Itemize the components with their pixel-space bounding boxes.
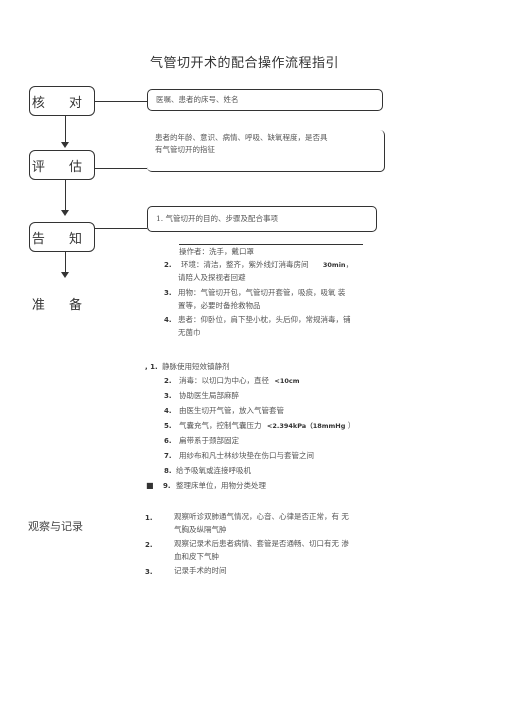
step-inform-box: 告 知 <box>29 222 95 252</box>
proc-item-7-num: 7. <box>164 452 172 460</box>
prep-item-3-line2: 置等，必要时备抢救物品 <box>178 301 261 310</box>
proc-item-3-num: 3. <box>164 392 172 400</box>
proc-item-5-line: 气囊充气，控制气囊压力 <2.394kPa（18mmHg ） <box>179 420 355 432</box>
proc-item-1-text: 静脉使用短效镇静剂 <box>162 362 230 371</box>
proc-item-1-num: , 1. <box>145 363 158 371</box>
arrow-inform-prep <box>65 252 66 274</box>
prep-item-2-num: 2. <box>164 261 172 269</box>
prep-item-2-extra-after: ， <box>345 260 354 269</box>
proc-item-9-num: 9. <box>163 482 171 490</box>
arrow-head-1 <box>61 142 69 148</box>
obs-item-1-line1: 观察听诊双肺通气情况，心音、心律是否正常，有 无 <box>174 512 349 521</box>
prep-item-4-num: 4. <box>164 316 172 324</box>
connector-inform <box>95 228 147 229</box>
prep-item-3-line1: 用物：气管切开包，气管切开套管，吸痰，吸氧 装 <box>178 288 346 297</box>
callout-inform: 1. 气管切开的目的、步骤及配合事项 <box>147 206 377 232</box>
connector-assess <box>95 168 147 169</box>
step-prep-label: 准 备 <box>31 297 93 313</box>
callout-assess-line1: 患者的年龄、意识、病情、呼吸、缺氧程度，是否具 <box>155 133 328 142</box>
proc-item-5-text: 气囊充气，控制气囊压力 <box>179 421 262 430</box>
proc-item-5-extra: <2.394kPa（18mmHg <box>266 422 346 430</box>
proc-item-2-line: 消毒：以切口为中心，直径 <10cm <box>179 375 300 387</box>
step-assess-box: 评 估 <box>29 150 95 180</box>
proc-item-9-text: 整理床单位，用物分类处理 <box>176 481 266 490</box>
obs-item-3-line1: 记录手术的时间 <box>174 566 227 575</box>
arrow-verify-assess <box>65 116 66 144</box>
prep-item-2-text: 环境：清洁，整齐，紫外线灯消毒房间 <box>181 260 309 269</box>
observe-label: 观察与记录 <box>28 520 83 533</box>
arrow-head-2 <box>61 210 69 216</box>
proc-item-9-marker: ■ <box>146 481 154 490</box>
obs-item-1-num: 1. <box>145 514 153 522</box>
callout-verify: 医嘱、患者的床号、姓名 <box>147 89 383 111</box>
proc-item-5-extra-after: ） <box>347 421 356 430</box>
proc-item-2-num: 2. <box>164 377 172 385</box>
callout-assess: 患者的年龄、意识、病情、呼吸、缺氧程度，是否具 有气管切开的指征 <box>147 130 385 172</box>
arrow-head-3 <box>61 272 69 278</box>
obs-item-2-num: 2. <box>145 541 153 549</box>
obs-item-2-line1: 观察记录术后患者病情、套管是否通畅、切口有无 渗 <box>174 539 349 548</box>
prep-item-2-line2: 请陪人及探视者回避 <box>178 273 246 282</box>
proc-item-5-num: 5. <box>164 422 172 430</box>
proc-item-8-num: 8. <box>164 467 172 475</box>
proc-item-6-num: 6. <box>164 437 172 445</box>
prep-divider <box>179 244 363 245</box>
prep-item-2-line1: 环境：清洁，整齐，紫外线灯消毒房间 30min， <box>181 259 353 271</box>
obs-item-1-line2: 气胸及纵隔气肿 <box>174 525 227 534</box>
prep-item-3-num: 3. <box>164 289 172 297</box>
proc-item-4-num: 4. <box>164 407 172 415</box>
proc-item-3-text: 协助医生局部麻醉 <box>179 391 239 400</box>
proc-item-6-text: 扁带系于颈部固定 <box>179 436 239 445</box>
proc-item-4-text: 由医生切开气管，放入气管套管 <box>179 406 284 415</box>
prep-operator: 操作者：洗手，戴口罩 <box>179 247 254 256</box>
obs-item-2-line2: 血和皮下气肿 <box>174 552 219 561</box>
prep-item-2-extra: 30min <box>322 261 346 269</box>
proc-item-2-text: 消毒：以切口为中心，直径 <box>179 376 269 385</box>
proc-item-2-extra: <10cm <box>274 377 300 385</box>
arrow-assess-inform <box>65 180 66 212</box>
page-title: 气管切开术的配合操作流程指引 <box>150 56 340 71</box>
proc-item-8-text: 给予吸氧或连接呼吸机 <box>176 466 251 475</box>
prep-item-4-line1: 患者：仰卧位，肩下垫小枕，头后仰，常规消毒，铺 <box>178 315 351 324</box>
obs-item-3-num: 3. <box>145 568 153 576</box>
prep-item-4-line2: 无菌巾 <box>178 328 201 337</box>
connector-verify <box>95 101 147 102</box>
step-verify-box: 核 对 <box>29 86 95 116</box>
proc-item-7-text: 用纱布和凡士林纱块垫在伤口与套管之间 <box>179 451 314 460</box>
callout-assess-line2: 有气管切开的指征 <box>155 145 215 154</box>
